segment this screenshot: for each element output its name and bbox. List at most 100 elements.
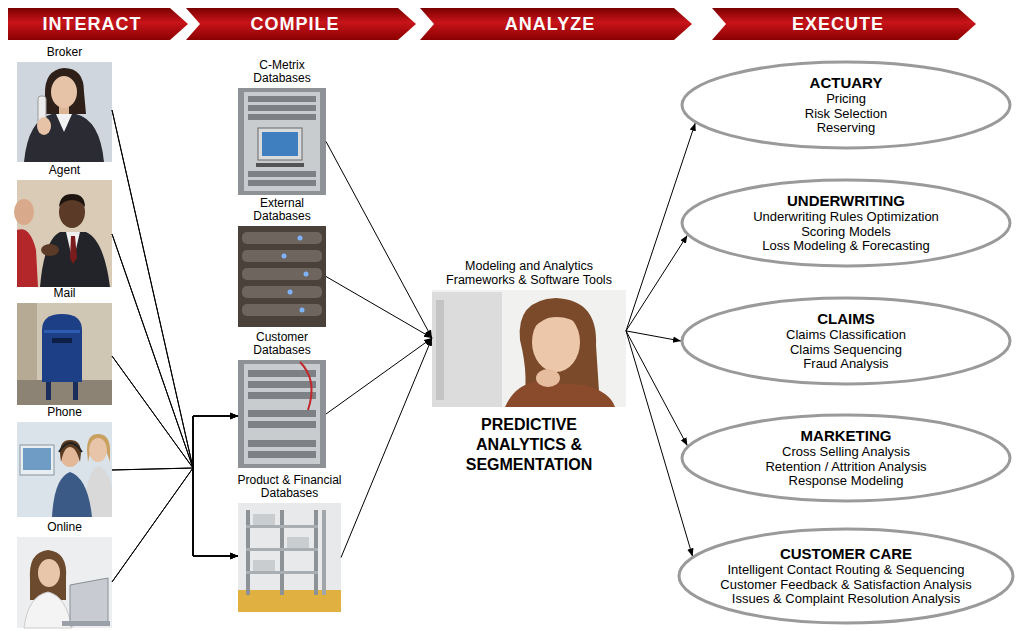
storage-panel-photo [242, 304, 322, 316]
server-rack-photo [248, 114, 316, 120]
storage-panel-photo [238, 226, 326, 327]
ellipse-outline [682, 180, 1010, 266]
storage-panel-photo [238, 226, 326, 327]
function-ellipse: UNDERWRITINGUnderwriting Rules Optimizat… [680, 178, 1012, 268]
server-rack-photo [248, 105, 316, 111]
function-item: Intelligent Contact Routing & Sequencing [727, 563, 964, 578]
connector-arrow [626, 235, 687, 331]
warehouse-shelf-photo [287, 537, 309, 548]
picture-label: Broker [17, 46, 113, 59]
connector-arrow [626, 331, 681, 341]
hub-caption: Modeling and Analytics Frameworks & Soft… [436, 259, 622, 287]
analytics-hub: Modeling and Analytics Frameworks & Soft… [432, 259, 626, 475]
storage-panel-photo [298, 236, 303, 241]
source-picture: C-Metrix Databases [234, 59, 330, 195]
ellipse-content: CLAIMSClaims ClassificationClaims Sequen… [680, 296, 1012, 386]
broker-photo [17, 62, 112, 162]
server-rack-photo [248, 180, 316, 186]
agent-photo [59, 194, 85, 207]
source-picture: Phone [17, 406, 113, 517]
source-picture: External Databases [234, 197, 330, 327]
warehouse-shelf-photo [246, 548, 318, 551]
warehouse-shelf-photo [246, 571, 318, 574]
connector-arrow [112, 110, 238, 556]
ellipse-outline [682, 298, 1010, 384]
ellipse-outline [679, 529, 1013, 623]
mailbox-photo [17, 303, 37, 383]
warehouse-shelf-photo [238, 503, 341, 612]
picture-label: Phone [17, 406, 113, 419]
storage-panel-photo [242, 232, 322, 244]
warehouse-shelf-photo [314, 510, 318, 595]
warehouse-shelf-photo [253, 560, 275, 571]
source-picture: Agent [17, 164, 113, 287]
function-item: Fraud Analysis [803, 357, 888, 372]
stage-title: INTERACT [43, 14, 154, 35]
picture-label: Customer Databases [234, 331, 330, 357]
picture-label: C-Metrix Databases [234, 59, 330, 85]
function-item: Response Modeling [789, 474, 904, 489]
chevron-shape [712, 8, 976, 40]
server-rack-photo [244, 92, 320, 191]
source-picture: Mail [17, 287, 113, 405]
analyst-photo [505, 382, 615, 407]
agent-photo [41, 244, 59, 256]
source-picture: Online [17, 521, 113, 628]
stage-title: COMPILE [250, 14, 351, 35]
server-rack-photo [248, 421, 316, 428]
analyst-photo [432, 290, 626, 407]
storage-panel-photo [242, 250, 322, 262]
function-item: Risk Selection [805, 107, 887, 122]
stage-chevron: ANALYZE [420, 8, 692, 40]
agent-photo [14, 199, 34, 225]
mailbox-photo [17, 303, 112, 405]
storage-panel-photo [242, 268, 322, 280]
connector-arrow [112, 356, 238, 556]
chevron-shape [186, 8, 416, 40]
online-photo [62, 621, 110, 626]
picture-frame [17, 62, 112, 162]
ellipse-content: ACTUARYPricingRisk SelectionReserving [680, 60, 1012, 150]
connector-arrow [341, 338, 432, 558]
ellipse-outline [682, 62, 1010, 148]
online-photo [17, 537, 112, 628]
picture-frame [17, 180, 112, 287]
function-item: Reserving [817, 121, 876, 136]
function-item: Scoring Models [801, 225, 891, 240]
phone-photo [23, 448, 51, 470]
broker-photo [56, 114, 72, 132]
warehouse-shelf-photo [322, 510, 326, 595]
ellipse-content: MARKETINGCross Selling AnalysisRetention… [680, 413, 1012, 503]
ellipse-content: UNDERWRITINGUnderwriting Rules Optimizat… [680, 178, 1012, 268]
picture-frame [432, 290, 626, 407]
function-title: CLAIMS [817, 310, 875, 328]
ellipse-content: CUSTOMER CAREIntelligent Contact Routing… [677, 527, 1015, 625]
source-picture: Broker [17, 46, 113, 162]
function-item: Claims Sequencing [790, 343, 902, 358]
online-photo [38, 559, 60, 587]
analyst-photo [436, 300, 444, 400]
function-ellipse: MARKETINGCross Selling AnalysisRetention… [680, 413, 1012, 503]
function-item: Underwriting Rules Optimization [753, 210, 939, 225]
broker-photo [24, 114, 104, 162]
agent-photo [17, 229, 38, 287]
warehouse-shelf-photo [280, 510, 284, 595]
connector-arrow [112, 356, 238, 468]
connector-arrow [112, 234, 238, 556]
source-picture: Customer Databases [234, 331, 330, 468]
function-item: Claims Classification [786, 328, 906, 343]
server-rack-photo [248, 451, 316, 458]
warehouse-shelf-photo [246, 510, 250, 595]
server-rack-photo [248, 171, 316, 177]
warehouse-shelf-photo [238, 503, 341, 612]
phone-photo [17, 422, 112, 517]
picture-label: Product & Financial Databases [224, 474, 356, 500]
stage-title: EXECUTE [792, 14, 896, 35]
phone-photo [20, 445, 54, 475]
server-rack-photo [256, 163, 304, 167]
server-rack-photo [262, 132, 298, 156]
picture-frame [17, 422, 112, 517]
mailbox-photo [17, 303, 112, 405]
